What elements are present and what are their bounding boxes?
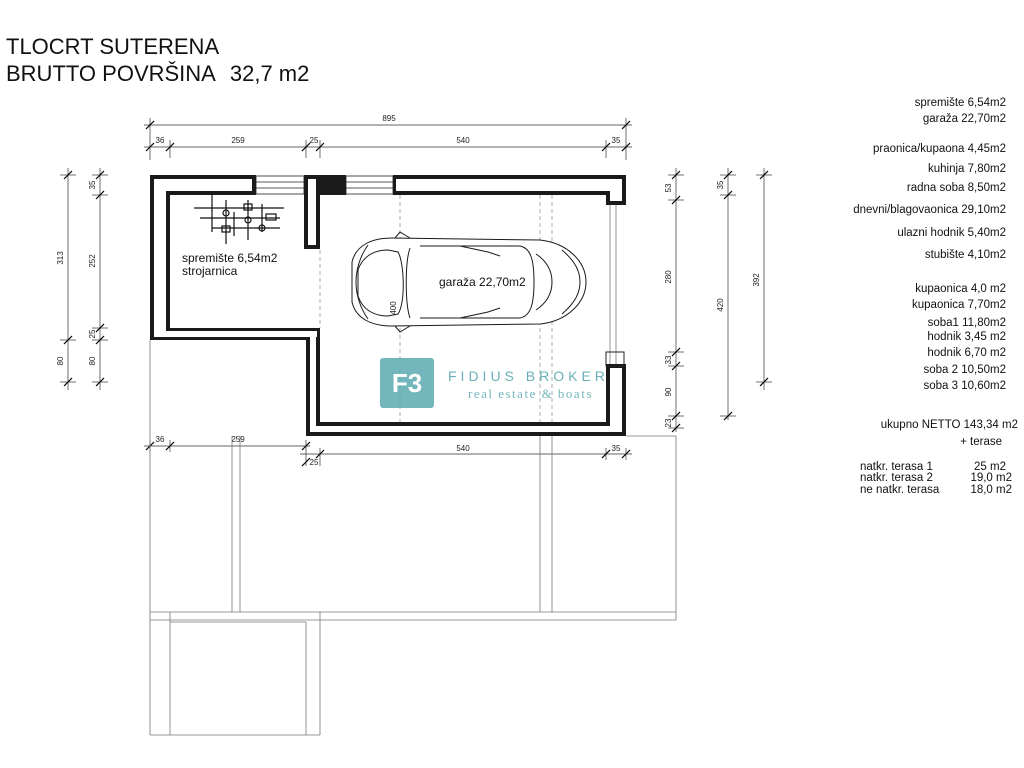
- terrace-row: natkr. terasa 2 19,0 m2: [860, 472, 1012, 484]
- logo-tagline: real estate & boats: [468, 386, 593, 401]
- dim-bottom-left-wall: 36: [156, 435, 165, 444]
- area-total: ukupno NETTO 143,34 m2 + terase: [824, 418, 1024, 452]
- dim-left-inner-252: 252: [88, 254, 97, 268]
- total-net-area: ukupno NETTO 143,34 m2: [880, 419, 1018, 431]
- terrace-value: 18,0 m2: [970, 484, 1012, 496]
- dim-right-280: 280: [664, 270, 673, 284]
- pipe-fittings-icon: [194, 194, 284, 244]
- total-net-area-note: + terase: [960, 436, 1002, 448]
- dim-total-width: 895: [382, 114, 396, 123]
- area-item: kuhinja 7,80m2: [928, 163, 1006, 175]
- dim-top-mid-wall: 25: [310, 136, 319, 145]
- terrace-label: ne natkr. terasa: [860, 484, 940, 496]
- left-dimension-lines: [60, 168, 108, 390]
- fidius-broker-logo: F3 FIDIUS BROKER real estate & boats: [380, 358, 609, 408]
- dim-left-313: 313: [56, 251, 65, 265]
- area-item: hodnik 6,70 m2: [927, 347, 1006, 359]
- top-dimension-ticks: [145, 120, 631, 152]
- upper-floor-outline: [149, 340, 677, 736]
- dim-right-420: 420: [716, 298, 725, 312]
- dim-left-80: 80: [56, 356, 65, 365]
- dim-top-room-left: 259: [231, 136, 245, 145]
- area-list-basement: spremište 6,54m2 garaža 22,70m2: [824, 96, 1024, 136]
- terrace-value: 19,0 m2: [970, 472, 1012, 484]
- terrace-value: 25 m2: [974, 461, 1006, 473]
- area-item: hodnik 3,45 m2: [927, 331, 1006, 343]
- dim-right-53: 53: [664, 183, 673, 192]
- dim-top-left-wall: 36: [156, 136, 165, 145]
- area-item: soba 2 10,50m2: [923, 364, 1006, 376]
- bottom-dimension-lines: [144, 440, 632, 466]
- area-item: soba1 11,80m2: [927, 317, 1006, 329]
- room-label-storage: spremište 6,54m2: [182, 251, 278, 265]
- dim-left-inner-80: 80: [88, 356, 97, 365]
- terrace-label: natkr. terasa 1: [860, 461, 933, 473]
- area-list-upper: kupaonica 4,0 m2 kupaonica 7,70m2 soba1 …: [824, 282, 1024, 402]
- terrace-row: natkr. terasa 1 25 m2: [860, 461, 1012, 473]
- area-item: garaža 22,70m2: [922, 113, 1006, 125]
- area-item: dnevni/blagovaonica 29,10m2: [853, 204, 1006, 216]
- left-dimension-ticks: [63, 170, 105, 387]
- dim-left-inner-25: 25: [88, 329, 97, 338]
- area-item: praonica/kupaona 4,45m2: [873, 143, 1006, 155]
- dim-bottom-room-left: 259: [231, 435, 245, 444]
- title-line-2: BRUTTO POVRŠINA 32,7 m2: [6, 61, 309, 87]
- top-dimension-lines: [144, 118, 632, 160]
- garage-door: [605, 205, 625, 367]
- dim-left-inner-35: 35: [88, 180, 97, 189]
- dim-car-400: 400: [389, 301, 398, 315]
- area-item: ulazni hodnik 5,40m2: [897, 227, 1006, 239]
- wall-interiors: [154, 179, 622, 432]
- dim-top-room-right: 540: [456, 136, 470, 145]
- terrace-row: ne natkr. terasa 18,0 m2: [860, 484, 1012, 496]
- dim-bottom-room-right: 540: [456, 444, 470, 453]
- dim-right-33: 33: [664, 355, 673, 364]
- dim-right-23: 23: [664, 418, 673, 427]
- area-item: soba 3 10,60m2: [923, 380, 1006, 392]
- title-line-1: TLOCRT SUTERENA: [6, 34, 220, 59]
- area-item: radna soba 8,50m2: [906, 182, 1006, 194]
- gross-area-value: 32,7 m2: [229, 61, 310, 86]
- logo-mark: F3: [392, 368, 422, 398]
- room-label-boiler: strojarnica: [182, 264, 238, 278]
- dim-right-90: 90: [664, 387, 673, 396]
- dim-bottom-right-wall: 35: [612, 444, 621, 453]
- dim-right-392: 392: [752, 273, 761, 287]
- terrace-label: natkr. terasa 2: [860, 472, 933, 484]
- gross-area-label: BRUTTO POVRŠINA: [6, 61, 216, 86]
- car-icon: [351, 231, 587, 333]
- area-item: spremište 6,54m2: [914, 97, 1006, 109]
- room-label-garage: garaža 22,70m2: [439, 275, 526, 289]
- right-dimension-lines: [668, 168, 772, 432]
- dim-bottom-mid-wall: 25: [310, 458, 319, 467]
- area-item: stubište 4,10m2: [924, 249, 1006, 261]
- area-list-ground: praonica/kupaona 4,45m2 kuhinja 7,80m2 r…: [824, 142, 1024, 272]
- area-item: kupaonica 4,0 m2: [915, 283, 1006, 295]
- dim-top-right-wall: 35: [612, 136, 621, 145]
- floor-plan: 895 36 259 25 540 35 36 259 25 540 35: [56, 114, 772, 736]
- area-item: kupaonica 7,70m2: [912, 299, 1006, 311]
- logo-name: FIDIUS BROKER: [448, 368, 609, 384]
- dim-right-35: 35: [716, 180, 725, 189]
- top-windows: [255, 175, 394, 195]
